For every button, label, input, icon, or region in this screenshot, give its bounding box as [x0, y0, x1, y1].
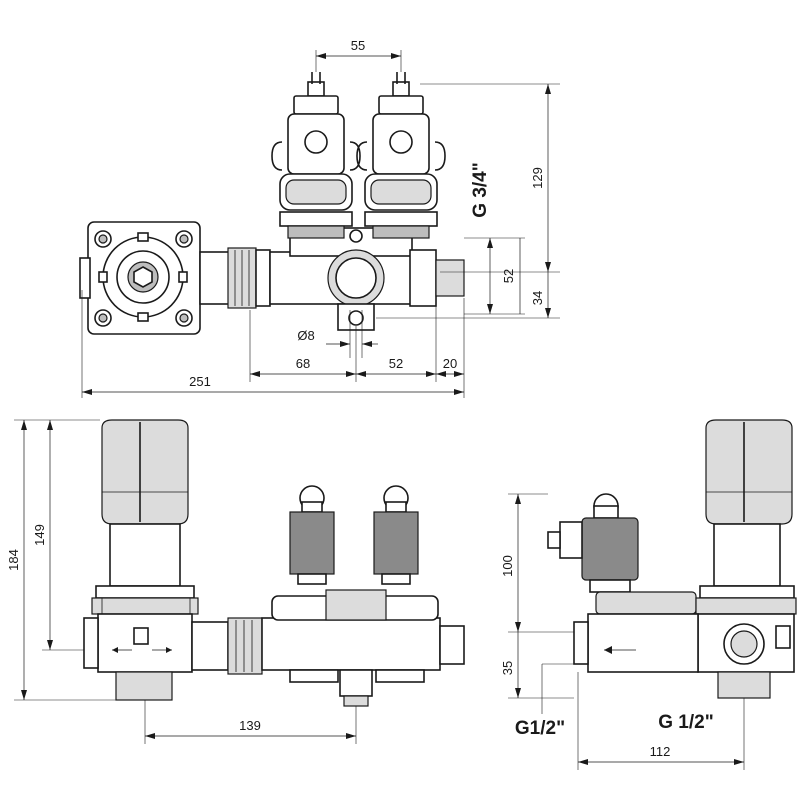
side-manifold	[587, 613, 699, 673]
side-view: 100 35 G1/2" G 1/2" 112	[500, 419, 797, 770]
thread-label-inlet: G 3/4"	[470, 162, 491, 217]
dim-side-axis-height: 35	[500, 661, 515, 675]
top-coil-left	[271, 71, 361, 239]
dim-body-height: 52	[501, 269, 516, 283]
front-view: 184 149 139	[6, 419, 465, 744]
mounting-hole	[348, 310, 364, 326]
dim-front-overall-height: 184	[6, 549, 21, 571]
dim-side-depth: 112	[650, 744, 671, 759]
dim-hole-diameter: Ø8	[297, 328, 314, 343]
dim-valve-height: 149	[32, 524, 47, 546]
dim-overall-length: 251	[189, 374, 211, 389]
dim-coil-pitch: 55	[351, 38, 365, 53]
side-coil	[581, 517, 639, 581]
front-union	[191, 621, 229, 671]
dim-outlet-length: 20	[443, 356, 457, 371]
front-handwheel	[101, 419, 189, 525]
side-handwheel	[705, 419, 793, 525]
top-view: 55 129 G 3/4" 52 34 Ø8	[79, 38, 560, 398]
dim-lower-offset: 34	[530, 291, 545, 305]
top-outlet	[435, 259, 465, 297]
top-coil-right	[356, 71, 446, 239]
thread-label-side-left: G1/2"	[515, 718, 565, 739]
front-manifold	[261, 617, 441, 671]
dim-left-to-hole: 68	[296, 356, 310, 371]
dim-top-overall-height: 129	[530, 167, 545, 189]
front-coil-right	[373, 485, 419, 585]
thread-label-side-right: G 1/2"	[658, 712, 713, 733]
dim-side-coil-height: 100	[500, 555, 515, 577]
dim-hole-to-right: 52	[389, 356, 403, 371]
front-coil-left	[289, 485, 335, 585]
dim-axis-distance: 139	[239, 718, 261, 733]
